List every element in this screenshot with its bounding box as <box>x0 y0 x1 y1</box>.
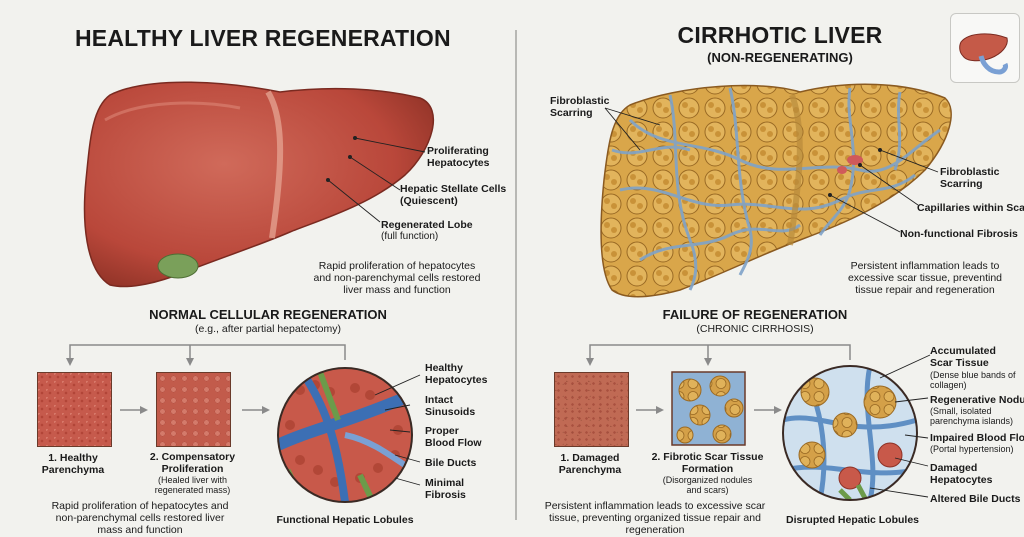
label-impaired-blood-flow-sub: (Portal hypertension) <box>930 444 1014 454</box>
label-proliferating-hepatocytes: Proliferating Hepatocytes <box>427 145 490 169</box>
step1-damaged-label: 1. Damaged Parenchyma <box>558 452 622 476</box>
right-section-title: FAILURE OF REGENERATION <box>662 307 848 322</box>
step2-fibrotic-label: 2. Fibrotic Scar Tissue Formation <box>651 451 764 475</box>
lobule-label-healthy-hepatocytes: Healthy Hepatocytes <box>425 362 488 386</box>
step2-fibrotic-sub: (Disorganized nodules and scars) <box>662 475 753 495</box>
label-altered-bile-ducts: Altered Bile Ducts <box>930 493 1021 505</box>
gallbladder-shape <box>157 253 199 279</box>
compensatory-proliferation-tile <box>156 372 231 447</box>
label-capillaries-within-scar: Capillaries within Scar <box>917 202 1024 214</box>
cirrhotic-liver-shape <box>600 83 952 298</box>
left-section-subtitle: (e.g., after partial hepatectomy) <box>195 323 341 335</box>
label-regenerated-lobe: Regenerated Lobe <box>381 219 473 231</box>
step1-healthy-label: 1. Healthy Parenchyma <box>41 452 105 476</box>
panel-divider <box>515 30 517 520</box>
capillary-spots <box>837 155 863 174</box>
cirrhotic-liver-caption: Persistent inflammation leads to excessi… <box>847 260 1003 296</box>
lobule-label-bile-ducts: Bile Ducts <box>425 457 477 469</box>
step2-proliferation-label: 2. Compensatory Proliferation <box>149 451 236 475</box>
lobule-label-intact-sinusoids: Intact Sinusoids <box>425 394 476 418</box>
step2-proliferation-sub: (Healed liver with regenerated mass) <box>154 475 231 495</box>
label-nonfunctional-fibrosis: Non-functional Fibrosis <box>900 228 1018 240</box>
lobule-label-blood-flow: Proper Blood Flow <box>425 425 482 449</box>
healthy-liver-shape <box>83 81 435 288</box>
disrupted-lobule <box>783 366 917 500</box>
right-section-subtitle: (CHRONIC CIRRHOSIS) <box>696 323 814 335</box>
label-regenerative-nodule-sub: (Small, isolated parenchyma islands) <box>930 406 1014 426</box>
damaged-parenchyma-tile <box>554 372 629 447</box>
label-impaired-blood-flow: Impaired Blood Flow <box>930 432 1024 444</box>
right-bottom-caption: Persistent inflammation leads to excessi… <box>544 500 766 536</box>
healthy-lobule <box>278 368 412 502</box>
label-stellate-cells: Hepatic Stellate Cells (Quiescent) <box>400 183 507 207</box>
label-regenerative-nodule: Regenerative Nodule <box>930 394 1024 406</box>
healthy-liver-caption: Rapid proliferation of hepatocytes and n… <box>313 260 481 296</box>
left-bottom-caption: Rapid proliferation of hepatocytes and n… <box>51 500 229 536</box>
healthy-parenchyma-tile <box>37 372 112 447</box>
label-accumulated-scar: Accumulated Scar Tissue <box>930 345 996 369</box>
disrupted-lobule-caption: Disrupted Hepatic Lobules <box>785 514 920 526</box>
healthy-lobule-caption: Functional Hepatic Lobules <box>276 514 414 526</box>
left-section-title: NORMAL CELLULAR REGENERATION <box>149 307 387 322</box>
liver-icon <box>950 13 1020 83</box>
label-fibroblastic-scarring-right: Fibroblastic Scarring <box>940 166 1000 190</box>
label-accumulated-scar-sub: (Dense blue bands of collagen) <box>930 370 1016 390</box>
right-subtitle: (NON-REGENERATING) <box>707 50 853 65</box>
fibrotic-scar-tile <box>671 371 746 446</box>
label-damaged-hepatocytes: Damaged Hepatocytes <box>930 462 993 486</box>
label-full-function: (full function) <box>381 231 439 242</box>
ligament-line <box>265 90 284 239</box>
left-title: HEALTHY LIVER REGENERATION <box>75 25 451 51</box>
scar-bands <box>611 87 941 291</box>
label-fibroblastic-scarring-left: Fibroblastic Scarring <box>550 95 610 119</box>
lobule-label-minimal-fibrosis: Minimal Fibrosis <box>425 477 466 501</box>
right-title: CIRRHOTIC LIVER <box>677 22 883 48</box>
